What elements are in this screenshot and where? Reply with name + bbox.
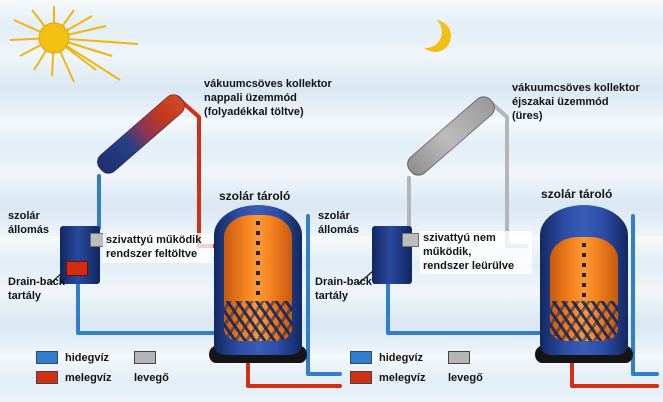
collector-caption-night: vákuumcsöves kollektor éjszakai üzemmód … — [512, 82, 640, 122]
moon-icon — [410, 16, 442, 48]
tank-heat-exchanger-day — [224, 301, 292, 341]
tank-sensor-line-day — [256, 221, 260, 297]
tank-label-night: szolár tároló — [541, 187, 613, 201]
solar-station-night — [372, 226, 419, 284]
legend-label-hot: melegvíz — [65, 371, 112, 384]
tank-label-day: szolár tároló — [219, 189, 291, 203]
tank-hot-water-night — [550, 237, 618, 341]
tank-hot-water-day — [224, 215, 292, 341]
legend-item-cold: hidegvíz — [350, 351, 444, 364]
solar-station-day — [60, 226, 107, 284]
tank-sensor-line-night — [582, 243, 586, 297]
solar-storage-tank-day — [209, 205, 307, 363]
pump-status-day: szivattyú működik rendszer feltöltve — [103, 233, 213, 263]
station-label-day: szolár állomás — [8, 210, 49, 236]
legend-label-air: levegő — [448, 371, 483, 384]
cold-water-inlet-pipe-day — [306, 214, 342, 376]
solar-storage-tank-night — [535, 205, 633, 363]
pump-status-night: szivattyú nem működik, rendszer leürülve — [420, 231, 532, 275]
tank-body-day — [214, 205, 302, 355]
legend-item-air-swatch — [134, 351, 169, 364]
legend-label-cold: hidegvíz — [379, 351, 424, 364]
legend-label-air: levegő — [134, 371, 169, 384]
cold-pipe-station-to-tank — [76, 281, 222, 335]
station-hot-indicator-day — [66, 261, 88, 276]
legend-item-air-swatch — [448, 351, 483, 364]
hot-water-outlet-pipe-day — [246, 350, 342, 388]
legend-label-cold: hidegvíz — [65, 351, 110, 364]
pump-unit-icon-night — [402, 233, 419, 247]
drainback-label-day: Drain-back tartály — [8, 276, 65, 302]
collector-caption-day: vákuumcsöves kollektor nappali üzemmód (… — [204, 78, 332, 118]
hot-water-swatch — [350, 371, 372, 384]
drainback-pointer-line-night — [357, 270, 374, 285]
legend-item-air-label: levegő — [134, 371, 169, 384]
legend-night: hidegvíz melegvíz levegő — [350, 351, 483, 384]
legend-label-hot: melegvíz — [379, 371, 426, 384]
drainback-label-night: Drain-back tartály — [315, 276, 372, 302]
sun-icon — [9, 6, 139, 83]
cold-water-swatch — [350, 351, 372, 364]
cold-water-inlet-pipe-night — [631, 214, 659, 376]
hot-pipe-collector-to-tank — [179, 99, 220, 248]
tank-body-night — [540, 205, 628, 355]
cold-pipe-station-to-tank-night — [386, 281, 547, 335]
cold-water-swatch — [36, 351, 58, 364]
legend-item-air-label: levegő — [448, 371, 483, 384]
legend-day: hidegvíz melegvíz levegő — [36, 351, 169, 384]
legend-item-hot: melegvíz — [36, 371, 130, 384]
air-swatch — [134, 351, 156, 364]
legend-item-hot: melegvíz — [350, 371, 444, 384]
station-label-night: szolár állomás — [318, 210, 359, 236]
hot-water-swatch — [36, 371, 58, 384]
legend-item-cold: hidegvíz — [36, 351, 130, 364]
air-swatch — [448, 351, 470, 364]
hot-water-outlet-pipe-night — [570, 350, 659, 388]
tank-heat-exchanger-night — [550, 301, 618, 341]
